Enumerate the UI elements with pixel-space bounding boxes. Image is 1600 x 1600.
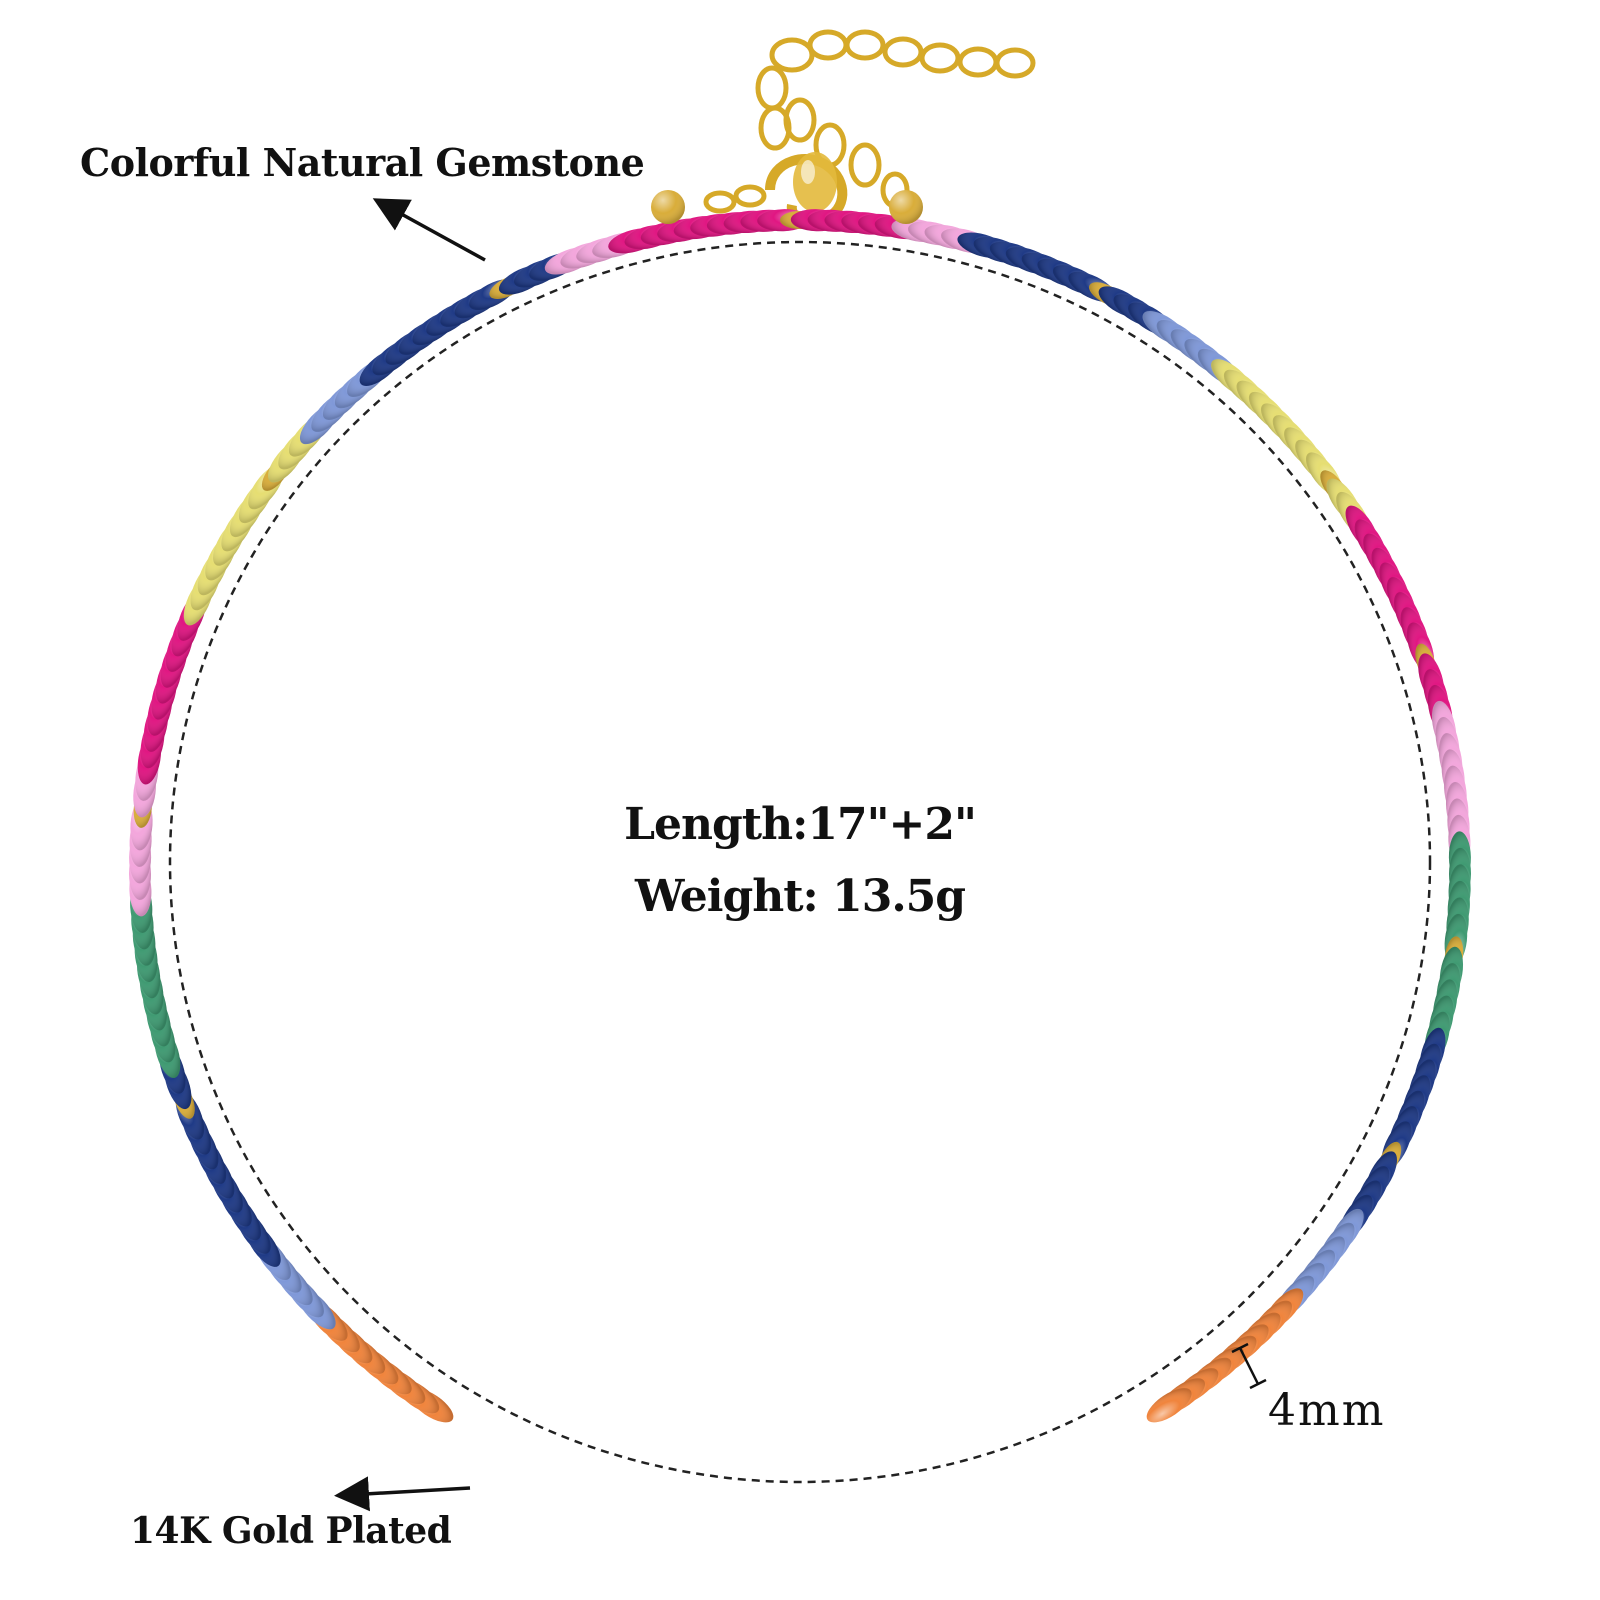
gold-end-cap-shine	[651, 190, 685, 224]
extender-chain-icon	[703, 29, 1036, 214]
lobster-clasp-icon	[765, 152, 848, 226]
gold-plated-label: 14K Gold Plated	[130, 1510, 452, 1552]
product-specs: Length:17"+2" Weight: 13.5g	[560, 795, 1040, 939]
gold-end-cap-shine	[889, 190, 923, 224]
dashed-circle	[168, 240, 1432, 1484]
bead-size-label: 4mm	[1268, 1385, 1386, 1436]
gemstone-label: Colorful Natural Gemstone	[80, 140, 645, 185]
length-spec: Length:17"+2"	[624, 799, 977, 850]
weight-spec: Weight: 13.5g	[634, 871, 966, 922]
gold-arrow-icon	[334, 1476, 471, 1512]
bead-shine	[1146, 1388, 1192, 1423]
size-indicator-icon	[1231, 1342, 1267, 1390]
gemstone-arrow-icon	[372, 198, 486, 262]
